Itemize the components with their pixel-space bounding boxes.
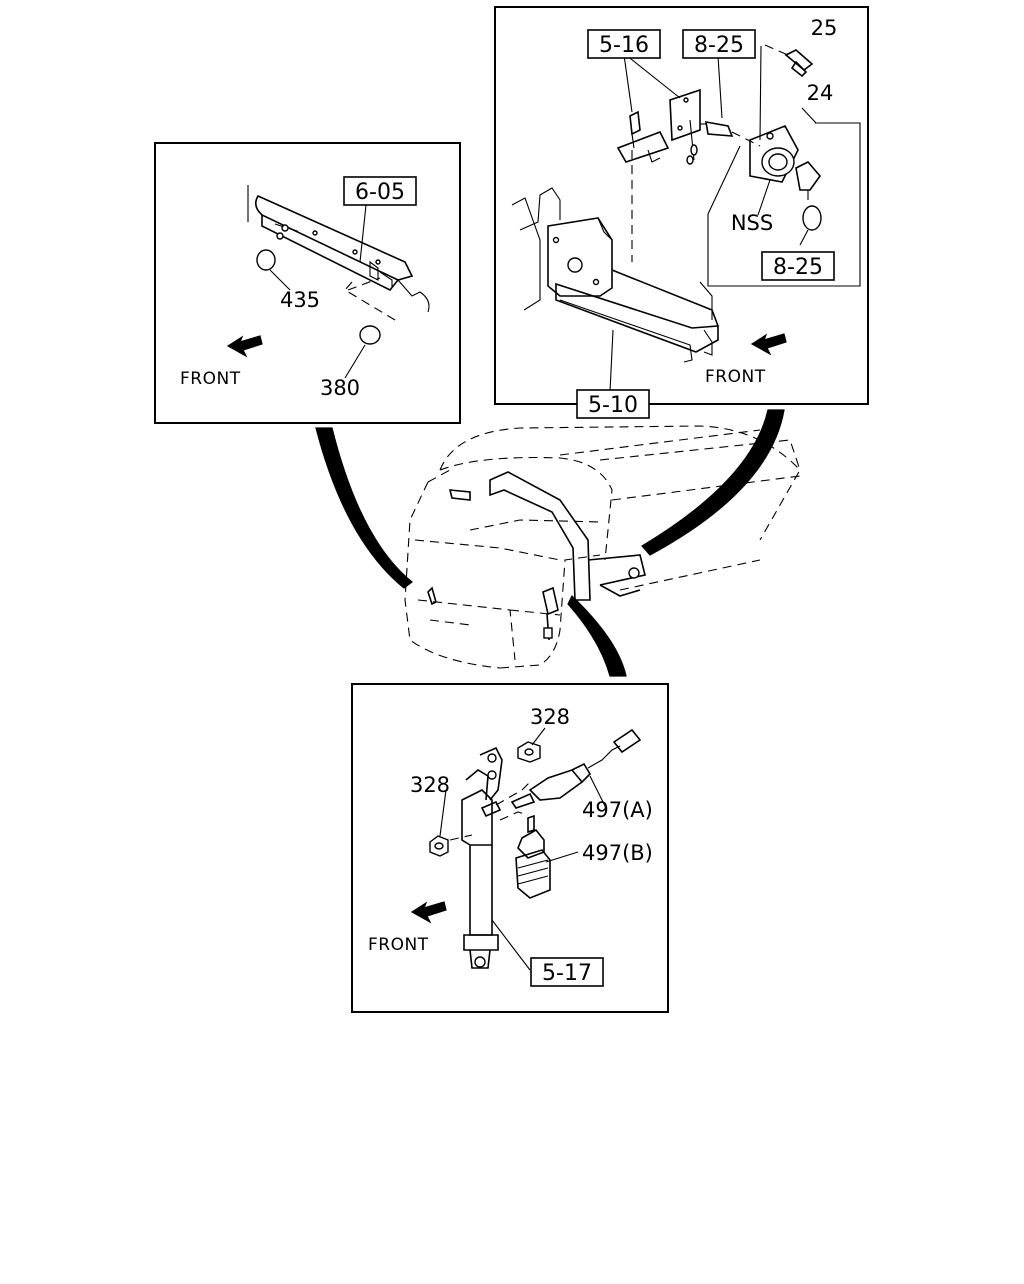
part-number-328-left: 328 bbox=[410, 773, 450, 797]
part-number-nss: NSS bbox=[731, 211, 773, 235]
ref-box-5-17: 5-17 bbox=[542, 961, 592, 986]
ref-box-5-10: 5-10 bbox=[588, 393, 638, 418]
truck-cab-overview bbox=[404, 425, 801, 669]
top-right-detail-panel: 5-16 8-25 5-10 8-25 25 24 NSS FRONT bbox=[494, 6, 869, 419]
part-number-328-top: 328 bbox=[530, 705, 570, 729]
front-label: FRONT bbox=[705, 367, 766, 387]
left-detail-panel: 6-05 435 380 FRONT bbox=[154, 142, 461, 424]
ref-box-8-25-top: 8-25 bbox=[694, 33, 744, 58]
front-arrow-icon bbox=[410, 901, 447, 924]
front-label: FRONT bbox=[368, 935, 429, 955]
front-arrow-icon bbox=[750, 333, 787, 356]
front-label: FRONT bbox=[180, 369, 241, 389]
part-number-25: 25 bbox=[811, 16, 838, 40]
part-number-497a: 497(A) bbox=[582, 798, 653, 822]
part-number-497b: 497(B) bbox=[582, 841, 653, 865]
part-number-24: 24 bbox=[807, 81, 834, 105]
ref-box-8-25-side: 8-25 bbox=[773, 255, 823, 280]
callout-arrows bbox=[315, 409, 785, 677]
ref-box-5-16: 5-16 bbox=[599, 33, 649, 58]
part-number-380: 380 bbox=[320, 376, 360, 400]
front-arrow-icon bbox=[226, 335, 263, 358]
ref-box-6-05: 6-05 bbox=[355, 180, 405, 205]
bottom-detail-panel: 5-17 328 328 497(A) 497(B) FRONT bbox=[351, 683, 669, 1013]
part-number-435: 435 bbox=[280, 288, 320, 312]
